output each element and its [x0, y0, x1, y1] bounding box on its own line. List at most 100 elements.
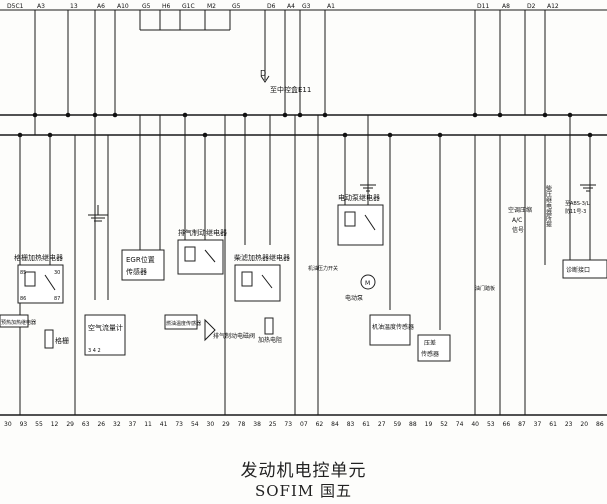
top-connector-label: D5C1 — [7, 3, 24, 10]
pressure-sensor-box — [417, 334, 451, 362]
ecu-pin-label: 29 — [222, 421, 230, 428]
junction-dot — [497, 112, 503, 118]
pedal-sensor-label: 油门踏板 — [475, 285, 495, 292]
ecu-pin-label: 83 — [347, 421, 355, 428]
top-connector-label: A12 — [547, 3, 559, 10]
junction-dot — [32, 112, 38, 118]
vert-label: 柴压继电器所提 — [545, 184, 552, 228]
egr-label-1: EGR位置 — [126, 255, 155, 264]
electric-pump-label: 电动泵 — [345, 294, 363, 302]
top-connector-label: G3 — [302, 3, 311, 10]
ecu-pin-label: 11 — [144, 421, 152, 428]
ecu-pin-label: 93 — [20, 421, 28, 428]
air-flow-meter-label: 空气流量计 — [88, 323, 123, 332]
svg-text:86: 86 — [20, 296, 26, 302]
title-cn: 发动机电控单元 — [240, 461, 367, 481]
top-connector-label: A4 — [287, 3, 295, 10]
pressure-sensor-label-1: 压差 — [424, 339, 436, 347]
ecu-pin-label: 73 — [284, 421, 292, 428]
ecu-pin-label: 61 — [549, 421, 557, 428]
ecu-pin-label: 59 — [393, 421, 401, 428]
egr-label-2: 传感器 — [126, 267, 147, 276]
d-marker: D — [260, 69, 266, 78]
top-connector-label: 13 — [70, 3, 78, 10]
pump-relay — [337, 204, 384, 246]
ecu-pin-label: 20 — [580, 421, 588, 428]
bus-lines — [0, 114, 607, 136]
top-connector-label: A10 — [117, 3, 129, 10]
ecu-pin-label: 12 — [51, 421, 59, 428]
junction-dot — [297, 112, 303, 118]
ecu-pin-label: 27 — [378, 421, 386, 428]
svg-text:M: M — [365, 280, 370, 287]
top-connector-label: G5 — [142, 3, 151, 10]
ecu-pin-label: 53 — [487, 421, 495, 428]
oil-temp-sensor-label: 机油温度传感器 — [372, 323, 414, 331]
ecu-pin-label: 25 — [269, 421, 277, 428]
top-connector-label: G5 — [232, 3, 241, 10]
ecu-pin-label: 84 — [331, 421, 339, 428]
ecu-pin-label: 61 — [362, 421, 370, 428]
ecu-pin-label: 52 — [440, 421, 448, 428]
ecu-pin-label: 07 — [300, 421, 308, 428]
ac-label-2: A/C — [512, 217, 522, 224]
ecu-pin-label: 30 — [207, 421, 215, 428]
fuel-heater-relay — [234, 264, 281, 302]
ecu-pin-label: 86 — [596, 421, 604, 428]
diagnosis-label: 诊断接口 — [566, 266, 590, 274]
svg-text:30: 30 — [54, 270, 60, 276]
glow-plug-label: 预热加热继电器 — [1, 319, 36, 326]
air-flow-meter-box — [84, 314, 126, 356]
ecu-pin-label: 62 — [316, 421, 324, 428]
ecu-pin-label: 37 — [129, 421, 137, 428]
ecu-pin-label: 73 — [175, 421, 183, 428]
top-connector-label: A1 — [327, 3, 335, 10]
exhaust-valve-icon — [204, 318, 216, 342]
grid-heater-icon — [44, 329, 54, 349]
junction-dots — [17, 112, 593, 138]
vertical-wires — [34, 10, 546, 135]
ecu-pin-label: 40 — [471, 421, 479, 428]
fuel-temp-sensor-label: 燃油温度传感器 — [166, 320, 201, 327]
ecu-pin-label: 55 — [35, 421, 43, 428]
junction-dot — [322, 112, 328, 118]
ecu-pin-label: 66 — [503, 421, 511, 428]
fuel-heater-label: 加热电阻 — [258, 336, 282, 344]
ecu-pin-label: 54 — [191, 421, 199, 428]
top-connector-label: D6 — [267, 3, 276, 10]
ecu-pin-label: 26 — [97, 421, 105, 428]
ecu-pin-label: 38 — [253, 421, 261, 428]
junction-dot — [112, 112, 118, 118]
ground-symbols — [88, 184, 596, 222]
exhaust-brake-relay-label: 排气制动继电器 — [178, 228, 227, 237]
ac-label-3: 信号 — [512, 226, 524, 234]
fuel-temp-sensor-box — [164, 314, 198, 330]
ac-label-1: 空调压缩 — [508, 206, 532, 214]
ecu-pin-label: 88 — [409, 421, 417, 428]
top-connector-label: H6 — [162, 3, 171, 10]
exhaust-brake-relay — [177, 239, 224, 275]
drop-wires — [19, 115, 591, 415]
diagnosis-box — [562, 259, 607, 279]
ecu-pin-label: 37 — [534, 421, 542, 428]
preheat-relay2-label: 格栅加热继电器 — [14, 253, 63, 262]
ecu-pin-label: 19 — [425, 421, 433, 428]
junction-dot — [542, 112, 548, 118]
svg-text:85: 85 — [20, 270, 26, 276]
ecu-pin-label: 29 — [66, 421, 74, 428]
exhaust-valve-label: 排气制动电磁阀 — [213, 332, 255, 340]
electric-pump-icon — [360, 274, 376, 290]
brake-switch-label-1: 至ABS-3/L — [565, 201, 590, 207]
title-en: SOFIM 国五 — [254, 482, 353, 500]
junction-dot — [65, 112, 71, 118]
ecu-pin-label: 23 — [565, 421, 573, 428]
junction-dot — [472, 112, 478, 118]
junction-dot — [282, 112, 288, 118]
fuel-heater-relay-label: 柴滤加热器继电器 — [234, 253, 290, 262]
glow-plug-relay: 85 30 86 87 — [17, 264, 64, 304]
controller-box-label: 至中控盒E11 — [270, 85, 311, 94]
